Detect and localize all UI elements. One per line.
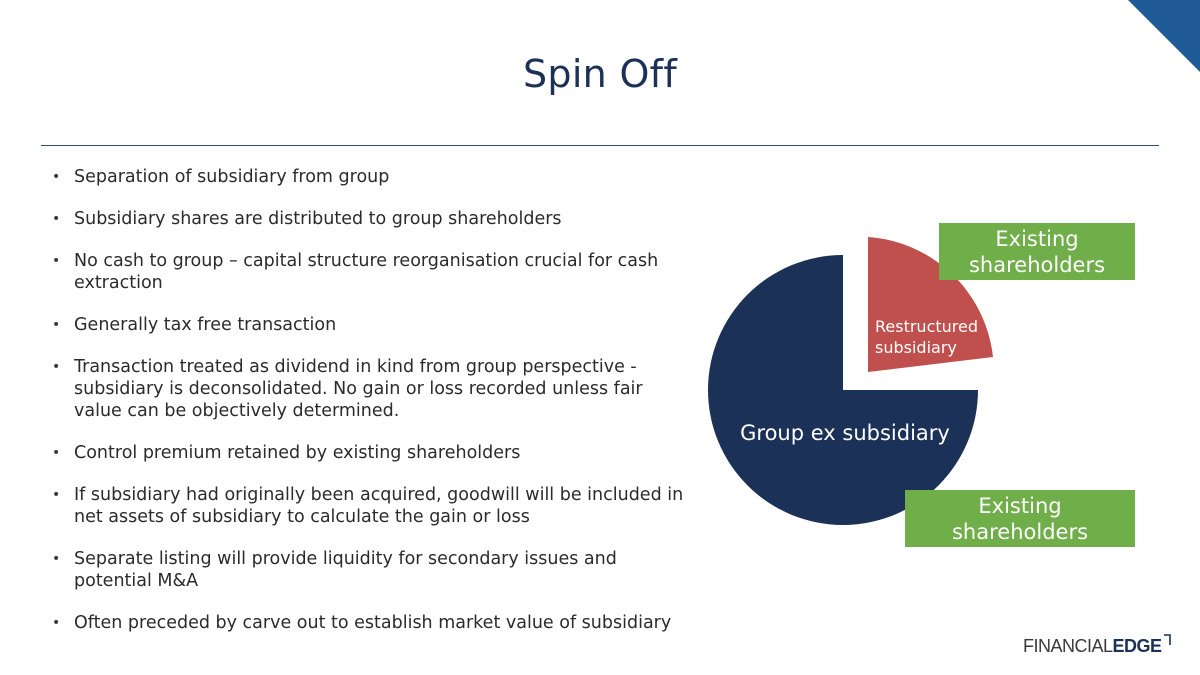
- bullet-list: Separation of subsidiary from group Subs…: [46, 166, 686, 654]
- bullet-item: Separate listing will provide liquidity …: [46, 548, 686, 592]
- bullet-item: If subsidiary had originally been acquir…: [46, 484, 686, 528]
- subsidiary-label-line2: subsidiary: [875, 338, 957, 357]
- bullet-text: If subsidiary had originally been acquir…: [74, 485, 684, 527]
- slide-title: Spin Off: [522, 52, 678, 96]
- box-label-line1: Existing: [995, 226, 1079, 251]
- bullet-item: Control premium retained by existing sha…: [46, 442, 686, 464]
- bullet-item: Often preceded by carve out to establish…: [46, 612, 686, 634]
- box-label-line1: Existing: [978, 493, 1062, 518]
- bullet-text: Often preceded by carve out to establish…: [74, 613, 672, 633]
- bullet-item: Separation of subsidiary from group: [46, 166, 686, 188]
- group-slice: [708, 255, 978, 525]
- bullet-text: Subsidiary shares are distributed to gro…: [74, 209, 562, 229]
- subsidiary-label-line1: Restructured: [875, 317, 978, 336]
- logo-mark-icon: [1163, 634, 1171, 645]
- bullet-text: No cash to group – capital structure reo…: [74, 251, 659, 293]
- bullet-text: Separation of subsidiary from group: [74, 167, 390, 187]
- corner-accent: [1128, 0, 1200, 72]
- bullet-text: Separate listing will provide liquidity …: [74, 549, 617, 591]
- bullet-text: Transaction treated as dividend in kind …: [74, 357, 643, 421]
- bullet-text: Generally tax free transaction: [74, 315, 337, 335]
- existing-shareholders-box-top: Existing shareholders: [939, 223, 1135, 280]
- financial-edge-logo: FINANCIALEDGE: [1023, 634, 1171, 658]
- logo-text-financial: FINANCIAL: [1023, 636, 1113, 656]
- logo-text-edge: EDGE: [1112, 636, 1163, 656]
- group-label: Group ex subsidiary: [740, 421, 950, 445]
- title-divider: [41, 145, 1159, 146]
- bullet-item: Generally tax free transaction: [46, 314, 686, 336]
- bullet-text: Control premium retained by existing sha…: [74, 443, 521, 463]
- bullet-item: Subsidiary shares are distributed to gro…: [46, 208, 686, 230]
- box-label-line2: shareholders: [951, 519, 1089, 544]
- bullet-item: No cash to group – capital structure reo…: [46, 250, 686, 294]
- subsidiary-slice: [868, 237, 993, 372]
- box-label-line2: shareholders: [968, 252, 1106, 277]
- bullet-item: Transaction treated as dividend in kind …: [46, 356, 686, 422]
- existing-shareholders-box-bottom: Existing shareholders: [905, 490, 1135, 547]
